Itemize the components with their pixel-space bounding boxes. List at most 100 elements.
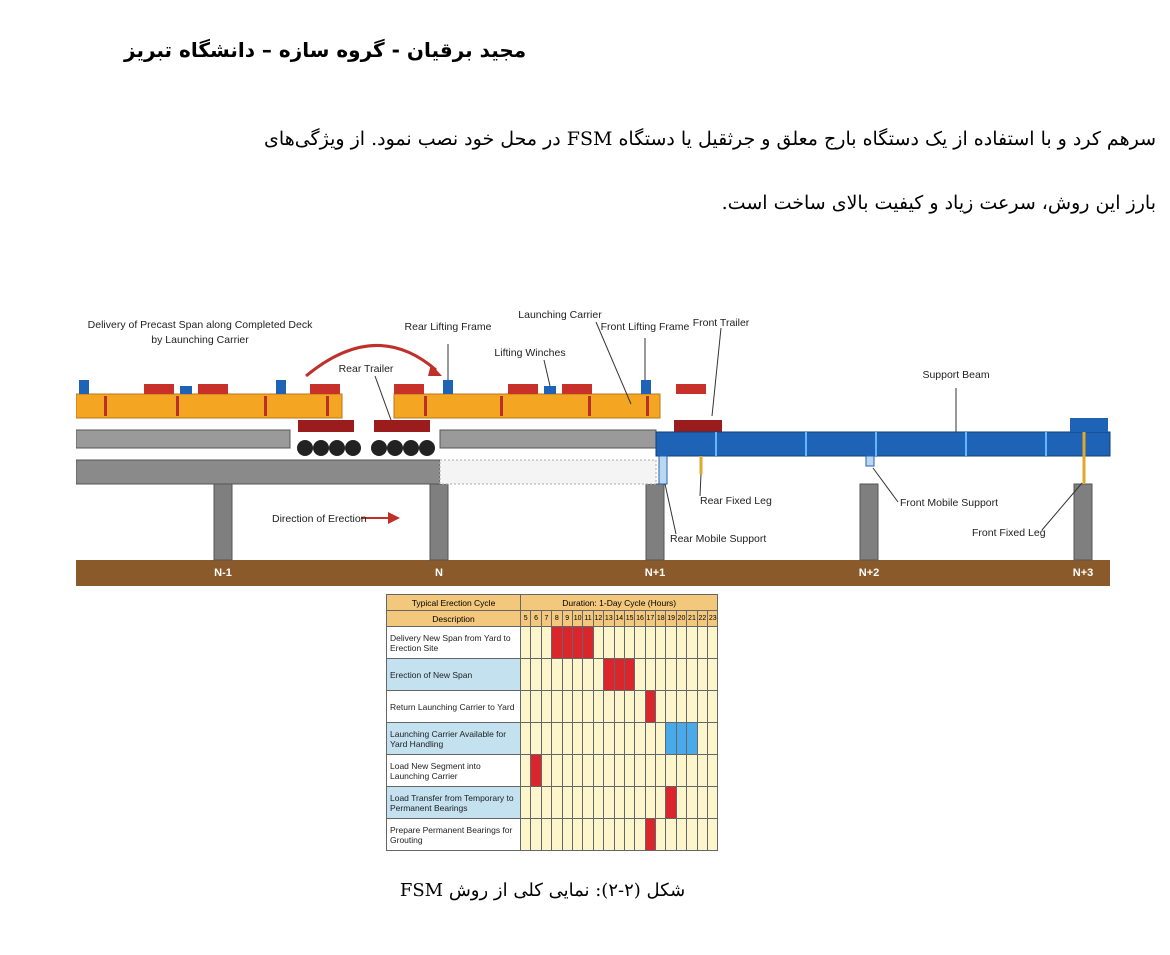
hour-cell — [623, 658, 636, 691]
hour-cell — [551, 754, 563, 787]
hour-cell — [551, 722, 563, 755]
hour-cell — [675, 722, 688, 755]
pier-label-n-plus-3: N+3 — [1073, 567, 1094, 579]
hour-cell — [655, 786, 667, 819]
hour-cell — [696, 658, 709, 691]
hour-header: 23 — [707, 610, 719, 627]
table-row: Load Transfer from Temporary to Permanen… — [386, 786, 719, 819]
page-header: مجید برقیان - گروه سازه – دانشگاه تبریز — [124, 38, 527, 62]
launching-carrier-2 — [393, 393, 661, 419]
hour-cell — [707, 658, 719, 691]
hour-cell — [592, 626, 605, 659]
hour-cell — [603, 658, 615, 691]
hour-cell — [696, 626, 709, 659]
hour-cell — [686, 754, 698, 787]
hour-cell — [571, 786, 584, 819]
hour-cell — [603, 754, 615, 787]
hour-header: 19 — [665, 610, 677, 627]
hour-header: 5 — [519, 610, 532, 627]
paragraph-line-1: سرهم کرد و با استفاده از یک دستگاه بارج … — [264, 128, 1156, 150]
hour-header: 6 — [530, 610, 542, 627]
hour-cell — [540, 818, 553, 851]
span-under-erection — [439, 459, 657, 485]
hour-cell — [696, 690, 709, 723]
label-delivery-1: Delivery of Precast Span along Completed… — [88, 319, 313, 331]
pier-label-n-plus-1: N+1 — [645, 567, 666, 579]
hour-cell — [561, 786, 573, 819]
label-launching-carrier: Launching Carrier — [518, 309, 602, 321]
label-rear-mobile-support: Rear Mobile Support — [670, 533, 766, 545]
hour-cell — [571, 722, 584, 755]
pier-label-n: N — [435, 567, 443, 579]
hour-cell — [644, 818, 657, 851]
launching-carrier-1 — [76, 393, 343, 419]
hour-cell — [707, 754, 719, 787]
hour-header: 9 — [561, 610, 573, 627]
hour-header: 17 — [644, 610, 657, 627]
hour-cell — [592, 786, 605, 819]
support-beam — [655, 431, 1111, 457]
hour-cell — [686, 786, 698, 819]
hour-cell — [675, 754, 688, 787]
table-row: Prepare Permanent Bearings for Grouting — [386, 818, 719, 851]
hour-cell — [582, 658, 594, 691]
hour-cell — [519, 786, 532, 819]
hour-header: 20 — [675, 610, 688, 627]
hour-cell — [623, 626, 636, 659]
hour-cell — [665, 818, 677, 851]
hour-cell — [519, 690, 532, 723]
hour-cell — [603, 626, 615, 659]
hour-cell — [665, 754, 677, 787]
label-rear-trailer: Rear Trailer — [339, 363, 394, 375]
hour-cell — [582, 786, 594, 819]
table-row: Delivery New Span from Yard to Erection … — [386, 626, 719, 659]
label-delivery-2: by Launching Carrier — [151, 334, 249, 346]
hour-cell — [582, 626, 594, 659]
hour-cell — [592, 722, 605, 755]
table-row: Erection of New Span — [386, 658, 719, 691]
hour-cell — [655, 658, 667, 691]
pier-n-plus-3 — [1073, 483, 1093, 561]
figure-caption: شکل (۲-۲): نمایی کلی از روش FSM — [399, 880, 686, 901]
hour-cell — [634, 722, 646, 755]
hour-cell — [551, 626, 563, 659]
hour-cell — [634, 690, 646, 723]
pier-label-n-plus-2: N+2 — [859, 567, 880, 579]
label-lifting-winches: Lifting Winches — [494, 347, 565, 359]
hour-cell — [675, 690, 688, 723]
label-rear-lifting-frame: Rear Lifting Frame — [405, 321, 492, 333]
fsm-erection-diagram: N-1 N N+1 N+2 N+3 — [76, 309, 1111, 586]
label-rear-fixed-leg: Rear Fixed Leg — [700, 495, 772, 507]
hour-cell — [540, 658, 553, 691]
hour-cell — [644, 722, 657, 755]
hour-cell — [561, 722, 573, 755]
row-description: Load New Segment into Launching Carrier — [386, 754, 521, 787]
transfer-arrow — [305, 343, 437, 378]
hour-cell — [634, 754, 646, 787]
completed-deck — [76, 459, 441, 485]
hour-cell — [561, 690, 573, 723]
hour-cell — [686, 722, 698, 755]
hour-cell — [530, 786, 542, 819]
hour-cell — [707, 690, 719, 723]
pier-label-n-1: N-1 — [214, 567, 232, 579]
hour-cell — [530, 658, 542, 691]
hour-header: 16 — [634, 610, 646, 627]
pier-n-plus-2 — [859, 483, 879, 561]
hour-cell — [551, 786, 563, 819]
hour-cell — [623, 722, 636, 755]
hour-cell — [644, 658, 657, 691]
front-frame — [1070, 418, 1108, 432]
hour-cell — [519, 626, 532, 659]
hour-cell — [561, 626, 573, 659]
hour-header: 8 — [551, 610, 563, 627]
precast-span-2 — [439, 429, 657, 449]
row-description: Load Transfer from Temporary to Permanen… — [386, 786, 521, 819]
hour-cell — [603, 690, 615, 723]
hour-cell — [551, 818, 563, 851]
hour-cell — [582, 754, 594, 787]
row-description: Launching Carrier Available for Yard Han… — [386, 722, 521, 755]
hour-cell — [613, 626, 625, 659]
direction-arrow — [388, 512, 400, 524]
hour-header: 21 — [686, 610, 698, 627]
